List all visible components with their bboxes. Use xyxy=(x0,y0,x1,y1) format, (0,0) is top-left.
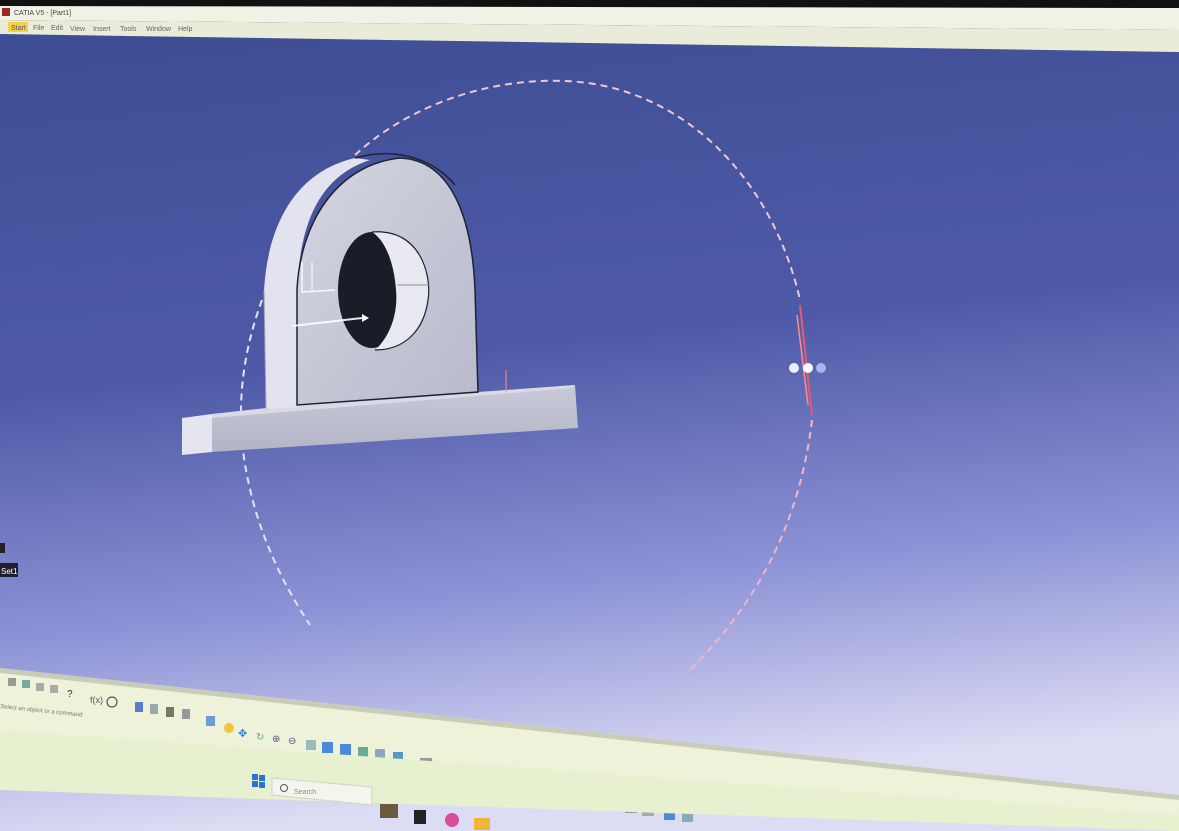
formula-icon[interactable]: f(x) xyxy=(90,695,103,705)
app-icon xyxy=(2,8,10,16)
pan-icon[interactable]: ✥ xyxy=(238,728,247,740)
compass-handle[interactable] xyxy=(789,363,826,373)
taskbar-app-icon[interactable] xyxy=(380,804,398,818)
tool-icon[interactable] xyxy=(393,752,403,764)
fly-mode-icon[interactable] xyxy=(206,716,215,726)
tool-icon[interactable] xyxy=(22,680,30,688)
hide-show-icon[interactable] xyxy=(358,747,368,759)
menu-item-file[interactable]: File xyxy=(33,25,44,32)
title-bar: CATIA V5 - [Part1] xyxy=(0,0,1179,30)
table-icon[interactable] xyxy=(135,702,143,712)
tool-icon[interactable] xyxy=(664,808,675,820)
fit-all-icon[interactable] xyxy=(224,723,234,733)
tool-icon[interactable] xyxy=(682,810,693,822)
file-explorer-icon[interactable] xyxy=(474,818,490,830)
bottom-toolbar: ? f(x) ✥ ↻ ⊕ ⊖ ∯ xyxy=(0,668,1179,831)
menu-item-insert[interactable]: Insert xyxy=(93,26,111,33)
tool-icon[interactable] xyxy=(182,709,190,719)
taskbar-app-icon[interactable] xyxy=(414,810,426,824)
sketch-icon[interactable] xyxy=(106,696,118,708)
menu-item-start-highlight xyxy=(8,22,28,32)
rotation-circle[interactable] xyxy=(239,79,813,671)
part-pillow-block[interactable] xyxy=(182,152,578,455)
search-placeholder: Search xyxy=(294,789,316,796)
zoom-out-icon[interactable]: ⊖ xyxy=(288,736,296,747)
tool-icon[interactable] xyxy=(166,707,174,717)
redo-icon[interactable] xyxy=(50,685,58,693)
menu-item-start[interactable]: Start xyxy=(11,25,26,32)
menu-item-view[interactable]: View xyxy=(70,26,86,33)
start-button[interactable] xyxy=(252,774,265,788)
search-icon xyxy=(280,784,288,792)
undo-icon[interactable] xyxy=(36,683,44,691)
normal-view-icon[interactable] xyxy=(306,740,316,750)
set-label[interactable]: Set1 xyxy=(1,567,18,576)
swap-space-icon[interactable] xyxy=(375,749,385,761)
tool-icon[interactable] xyxy=(150,704,158,714)
rotate-icon[interactable]: ↻ xyxy=(256,732,264,743)
menu-item-tools[interactable]: Tools xyxy=(120,26,137,33)
tool-icon[interactable] xyxy=(8,678,16,686)
copilot-icon[interactable] xyxy=(445,813,459,827)
window-title: CATIA V5 - [Part1] xyxy=(14,10,71,17)
shading-icon[interactable] xyxy=(340,744,351,755)
menu-item-help[interactable]: Help xyxy=(178,26,193,33)
spec-tree-fragment: Set1 xyxy=(0,543,18,577)
zoom-in-icon[interactable]: ⊕ xyxy=(272,734,280,745)
iso-view-icon[interactable] xyxy=(322,742,333,753)
menu-item-edit[interactable]: Edit xyxy=(51,25,63,32)
menu-bar: Start File Edit View Insert Tools Window… xyxy=(0,20,1179,52)
taskbar: Search xyxy=(0,730,1179,831)
menu-item-window[interactable]: Window xyxy=(146,26,172,33)
help-icon[interactable]: ? xyxy=(67,689,73,700)
taskbar-search[interactable]: Search xyxy=(271,777,373,806)
